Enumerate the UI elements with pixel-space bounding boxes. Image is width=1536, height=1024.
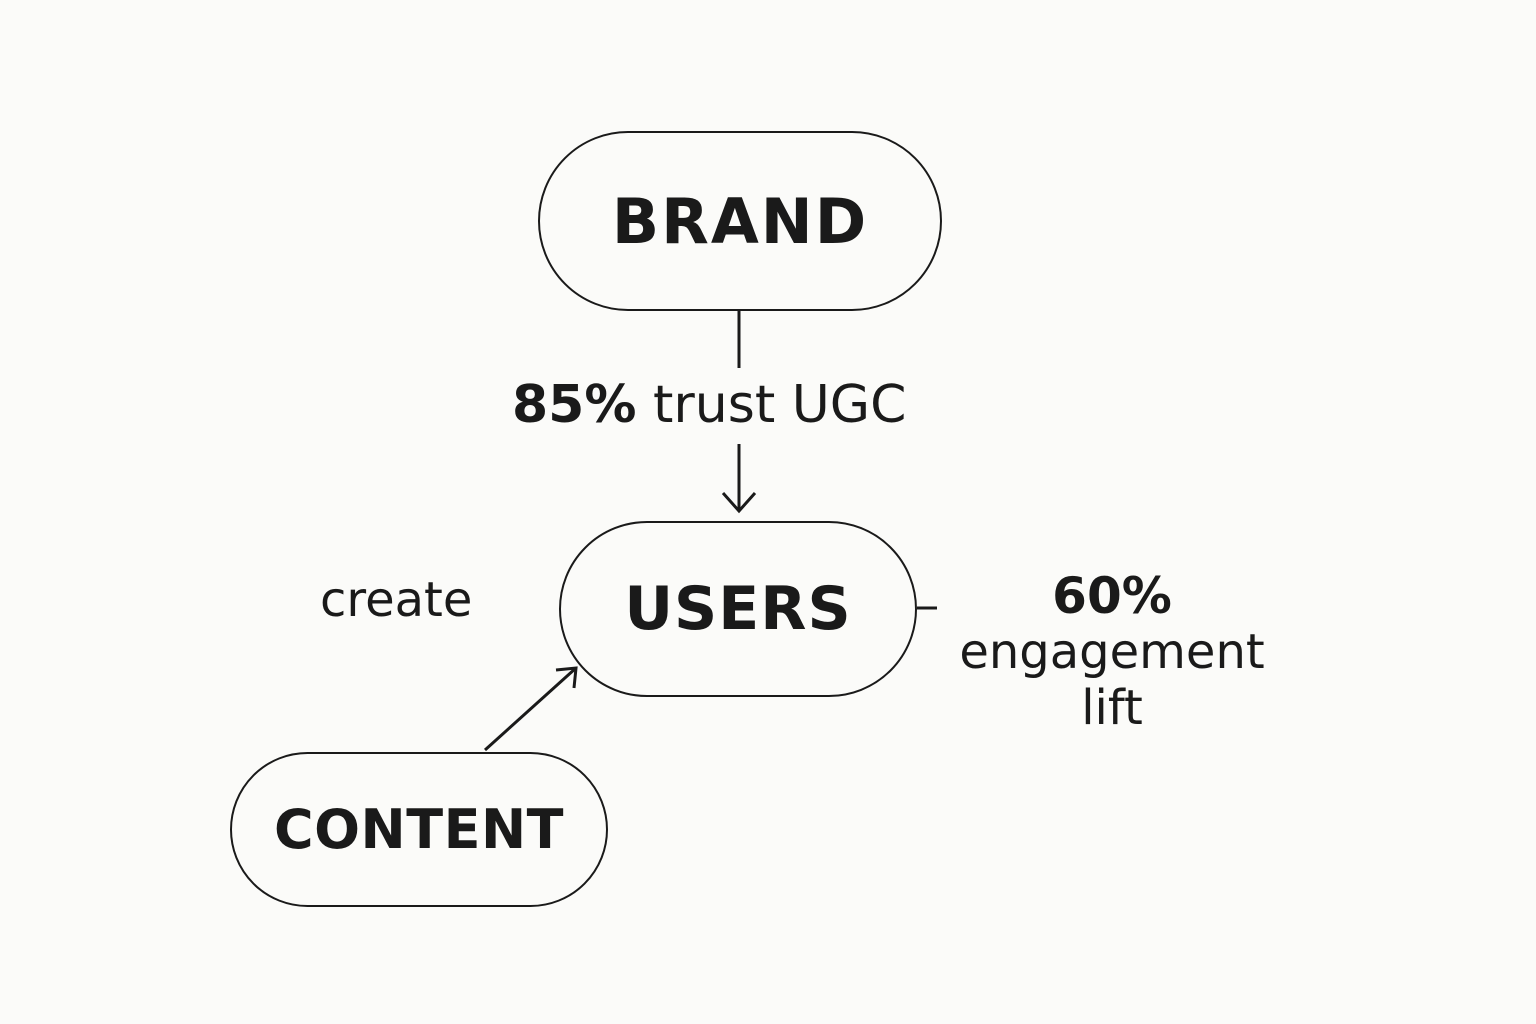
engagement-stat: 60%	[1052, 567, 1172, 625]
content-node: CONTENT	[230, 752, 608, 907]
trust-stat: 85%	[512, 375, 637, 435]
brand-node: BRAND	[538, 131, 942, 311]
brand-to-users-arrowhead	[721, 492, 757, 514]
brand-node-label: BRAND	[611, 184, 869, 258]
users-node: USERS	[559, 521, 917, 697]
content-to-users-arrowhead	[555, 666, 578, 689]
content-to-users-arrow-line	[483, 666, 578, 752]
users-node-label: USERS	[624, 574, 852, 644]
content-node-label: CONTENT	[274, 798, 564, 861]
create-label: create	[320, 572, 473, 628]
trust-text: trust UGC	[653, 375, 907, 435]
engagement-label: 60% engagement lift	[942, 568, 1282, 736]
engagement-text: engagement lift	[959, 624, 1265, 736]
trust-ugc-label: 85% trust UGC	[512, 373, 906, 437]
